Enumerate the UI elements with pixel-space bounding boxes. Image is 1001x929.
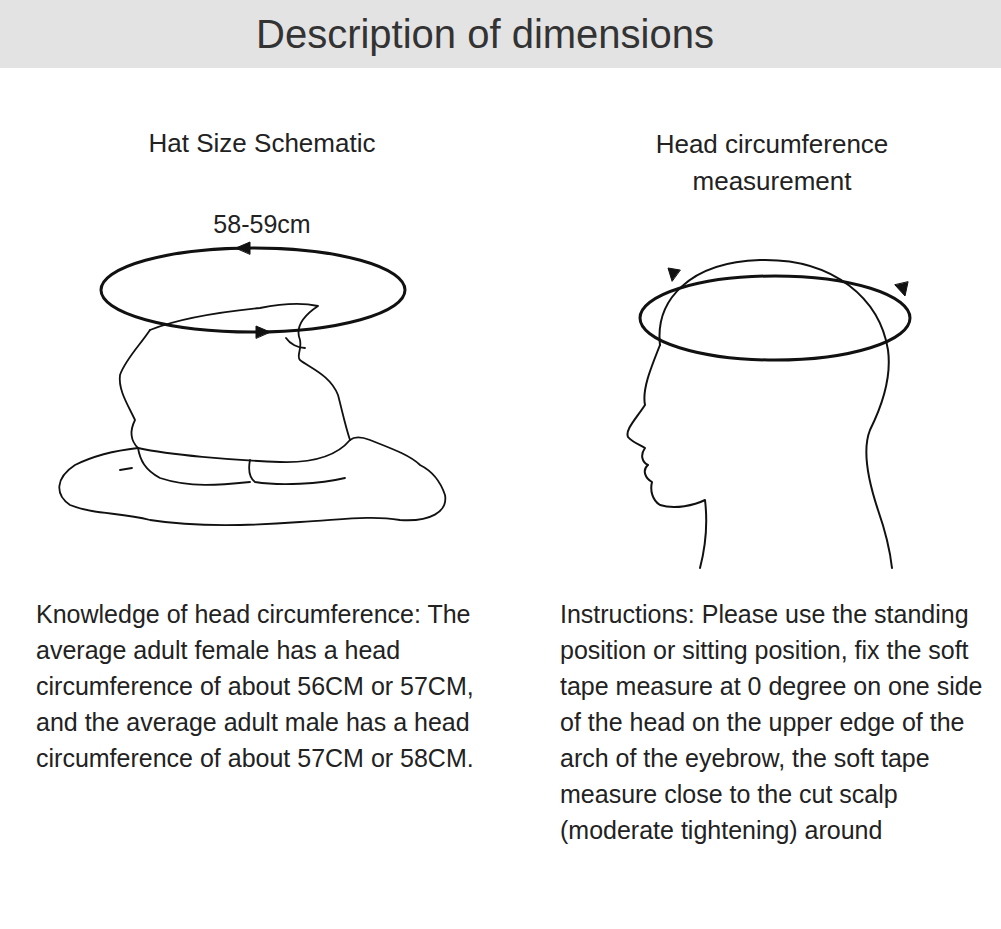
arrow-head	[895, 282, 908, 296]
hat-outline	[59, 304, 445, 525]
measure-ring	[640, 276, 910, 360]
column-heading: Head circumference measurement	[612, 126, 932, 200]
arrow-head	[668, 268, 680, 281]
dimension-label: 58-59cm	[162, 208, 362, 240]
size-ring	[101, 248, 405, 332]
arrow-head	[236, 242, 250, 254]
page-title: Description of dimensions	[0, 10, 970, 58]
info-paragraph: Knowledge of head circumference: The ave…	[36, 596, 488, 776]
instruction-paragraph: Instructions: Please use the standing po…	[560, 596, 990, 848]
arrow-head	[256, 326, 270, 338]
head-profile	[627, 260, 892, 568]
column-heading: Hat Size Schematic	[62, 126, 462, 160]
